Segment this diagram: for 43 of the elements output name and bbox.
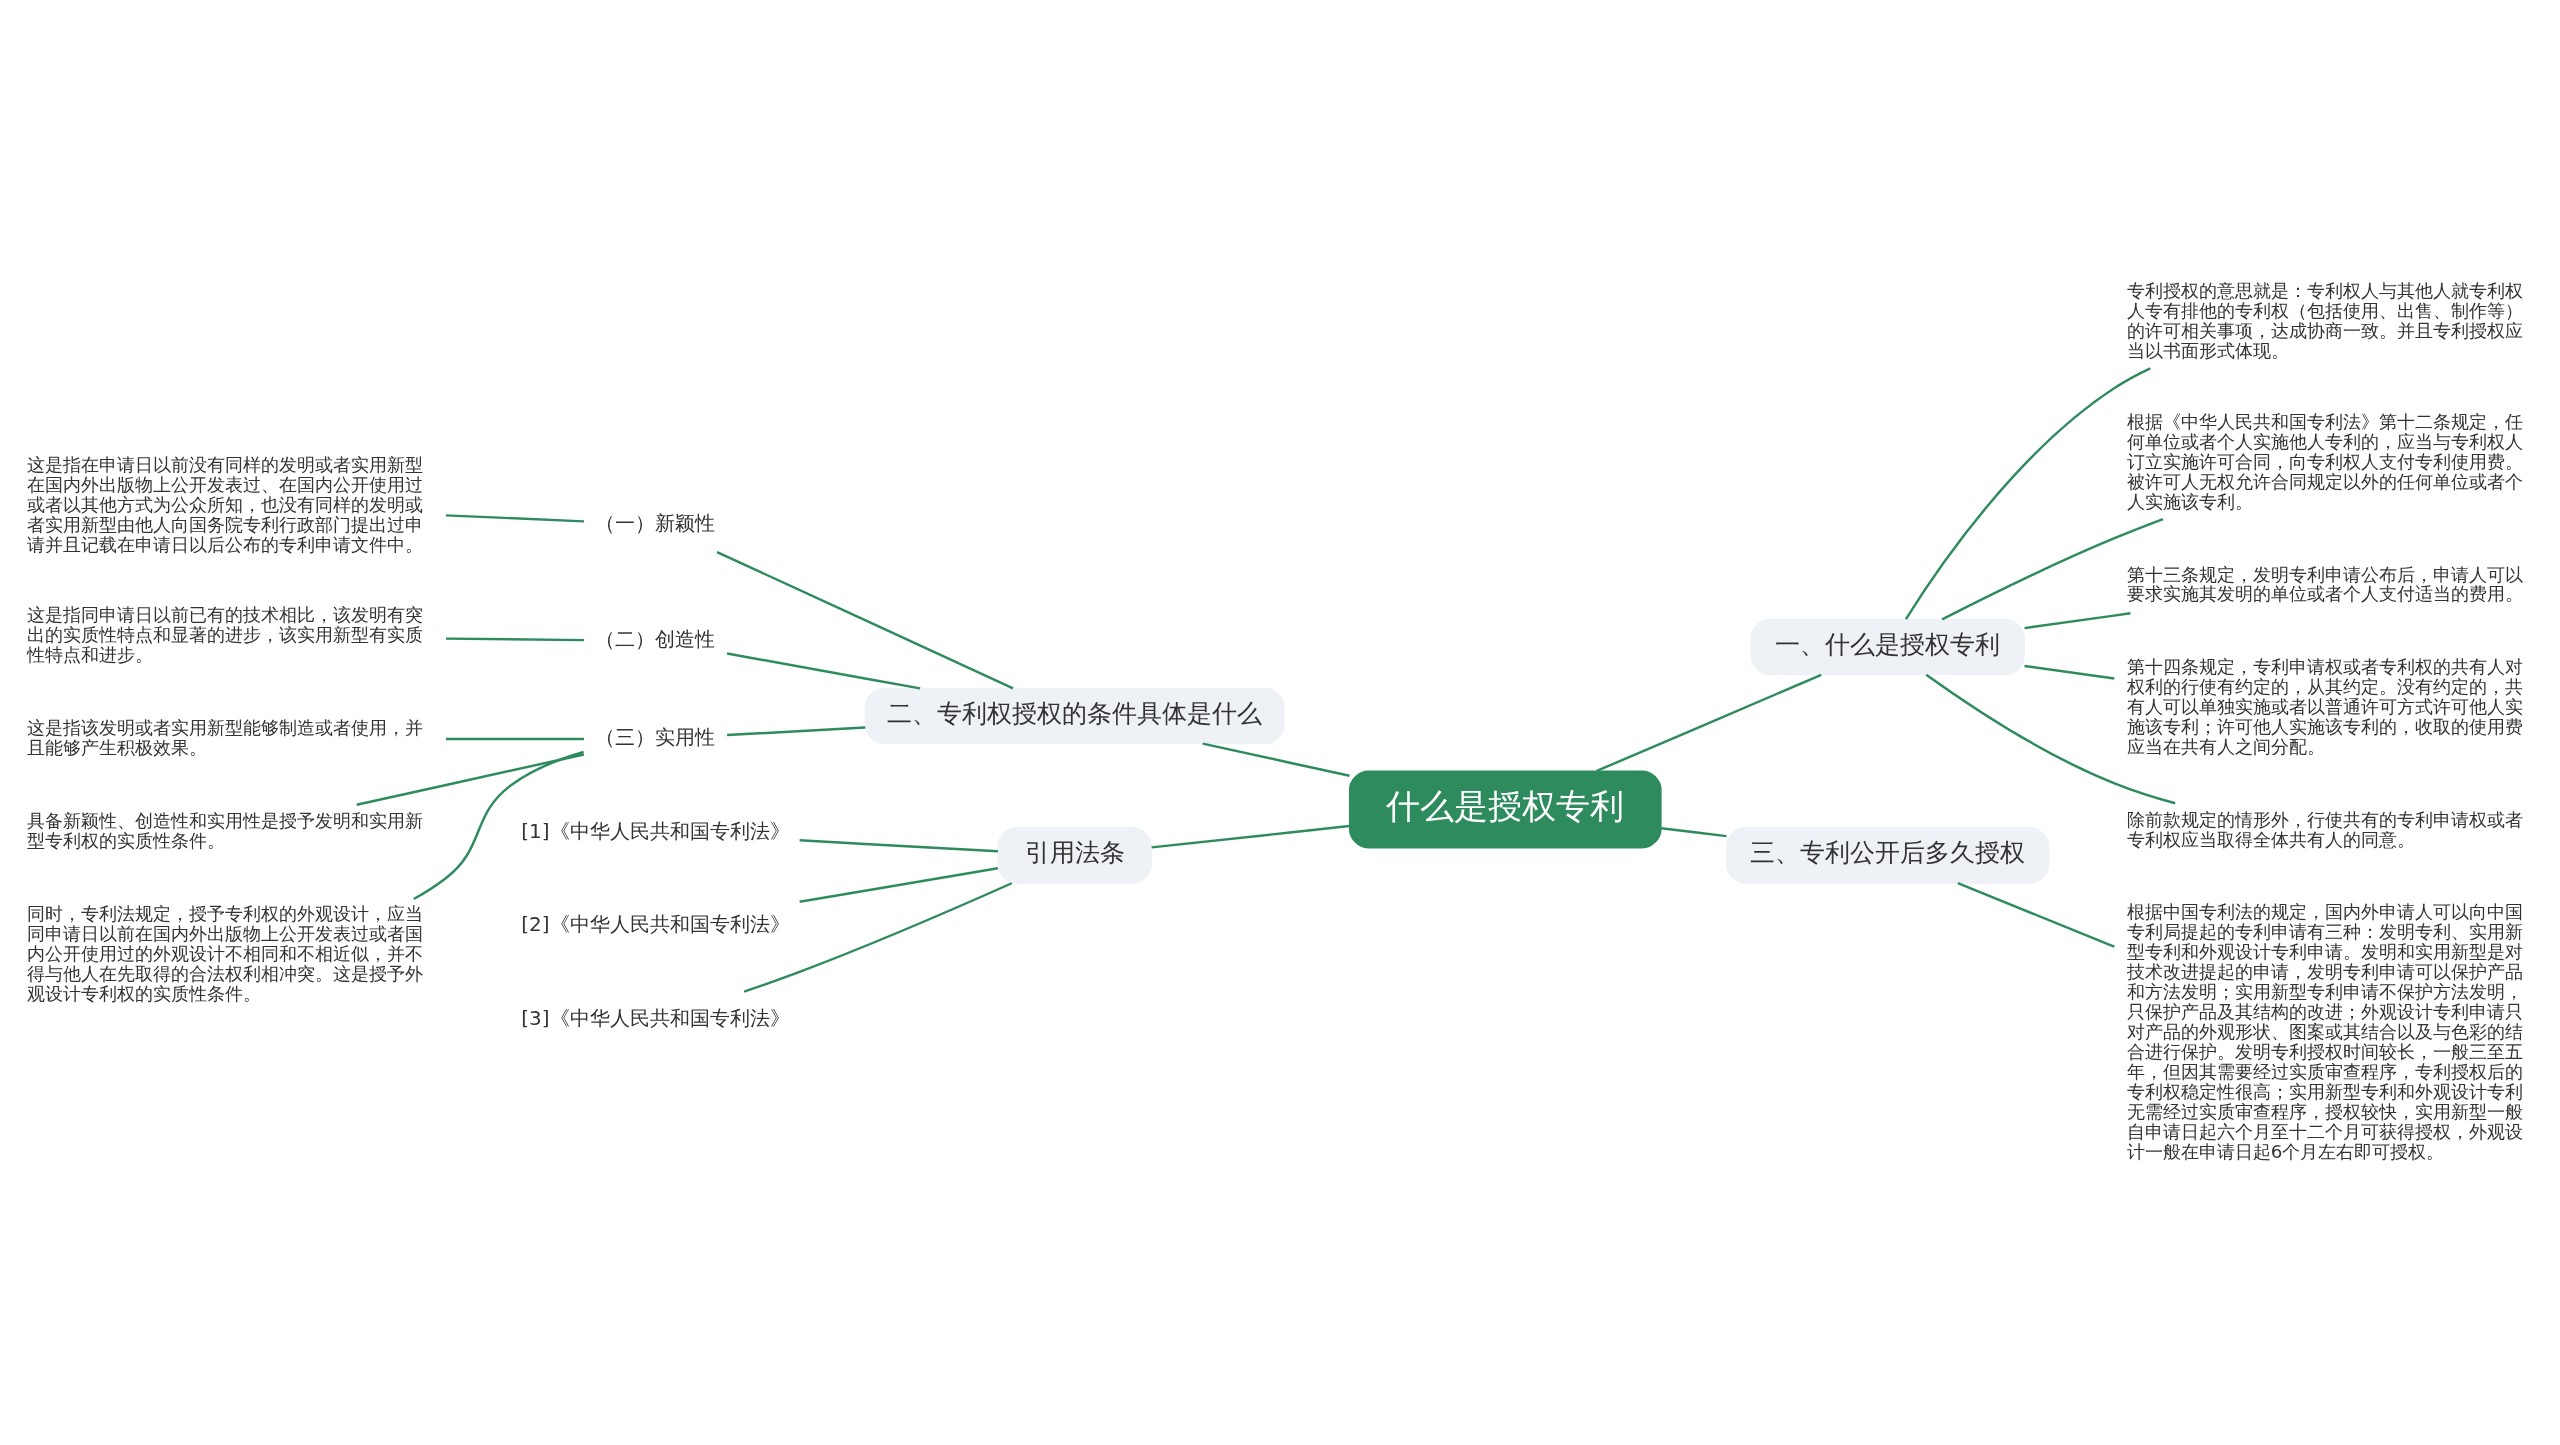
connector [1202,742,1350,777]
connector [356,753,585,806]
connector [445,737,585,741]
node-text: 同时，专利法规定，授予专利权的外观设计，应当同申请日以前在国内外出版物上公开发表过或者国内公开使用过的外观设计不相同和不相近似，并不得与他人在先取得的合法权利相冲突。这是授予外观设计专利权的实质性条件。 [27,902,424,1004]
node-text: （二）创造性 [595,628,716,652]
node-text: [1]《中华人民共和国专利法》 [521,819,790,843]
connector [445,637,585,642]
node-text: [2]《中华人民共和国专利法》 [521,913,790,937]
connector [445,514,585,523]
connector [743,882,1013,993]
node-text: （一）新颖性 [595,511,716,535]
connector [2024,612,2131,630]
connector [2024,664,2115,680]
connector [1941,517,2164,621]
connector [1925,673,2176,805]
connector [1151,824,1350,849]
connector [799,839,998,853]
node-text: 根据中国专利法的规定，国内外申请人可以向中国专利局提起的专利申请有三种：发明专利、实用新型专利和外观设计专利申请。发明和实用新型是对技术改进提起的申请，发明专利申请可以保护产品和方法发明；实用新型专利申请不保护方法发明，只保护产品及其结构的改进；外观设计专利申请只对产品的外观形状、图案或其结合以及与色彩的结合进行保护。发明专利授权时间较长，一般三至五年，但因其需要经过实质审查程序，专利授权后的专利权稳定性很高；实用新型专利和外观设计专利无需经过实质审查程序，授权较快，实用新型一般自申请日起六个月至十二个月可获得授权，外观设计一般在申请日起6个月左右即可授权。 [2126,901,2523,1162]
connector [1904,367,2151,620]
node-text: [3]《中华人民共和国专利法》 [521,1006,790,1030]
node-box: 三、专利公开后多久授权 [1726,827,2050,884]
node-text: 专利授权的意思就是：专利权人与其他人就专利权人专有排他的专利权（包括使用、出售、制作等）的许可相关事项，达成协商一致。并且专利授权应当以书面形式体现。 [2126,279,2523,361]
node-text: 具备新颖性、创造性和实用性是授予发明和实用新型专利权的实质性条件。 [27,810,424,852]
connector [727,726,866,737]
node-box: 引用法条 [997,827,1153,884]
node-box: 一、什么是授权专利 [1750,618,2025,676]
connector [726,652,921,690]
node-text: 除前款规定的情形外，行使共有的专利申请权或者专利权应当取得全体共有人的同意。 [2126,808,2523,850]
node-box: 什么是授权专利 [1348,770,1662,849]
node-box: 二、专利权授权的条件具体是什么 [864,687,1285,745]
connector [1596,673,1822,773]
connector [1957,882,2115,948]
connector [799,867,999,903]
connector [716,550,1014,690]
node-text: 这是指同申请日以前已有的技术相比，该发明有突出的实质性特点和显著的进步，该实用新型有实质性特点和进步。 [27,604,424,665]
node-text: （三）实用性 [595,726,716,750]
node-text: 这是指该发明或者实用新型能够制造或者使用，并且能够产生积极效果。 [27,716,424,758]
connector [413,750,585,901]
node-text: 第十四条规定，专利申请权或者专利权的共有人对权利的行使有约定的，从其约定。没有约定的，共有人可以单独实施或者以普通许可方式许可他人实施该专利；许可他人实施该专利的，收取的使用费应当在共有人之间分配。 [2126,656,2523,757]
node-text: 这是指在申请日以前没有同样的发明或者实用新型在国内外出版物上公开发表过、在国内公开使用过或者以其他方式为公众所知，也没有同样的发明或者实用新型由他人向国务院专利行政部门提出过申请并且记载在申请日以后公布的专利申请文件中。 [27,453,424,555]
node-text: 第十三条规定，发明专利申请公布后，申请人可以要求实施其发明的单位或者个人支付适当的费用。 [2126,563,2523,605]
node-text: 根据《中华人民共和国专利法》第十二条规定，任何单位或者个人实施他人专利的，应当与专利权人订立实施许可合同，向专利权人支付专利使用费。被许可人无权允许合同规定以外的任何单位或者个人实施该专利。 [2126,411,2523,512]
connector [1660,826,1727,838]
